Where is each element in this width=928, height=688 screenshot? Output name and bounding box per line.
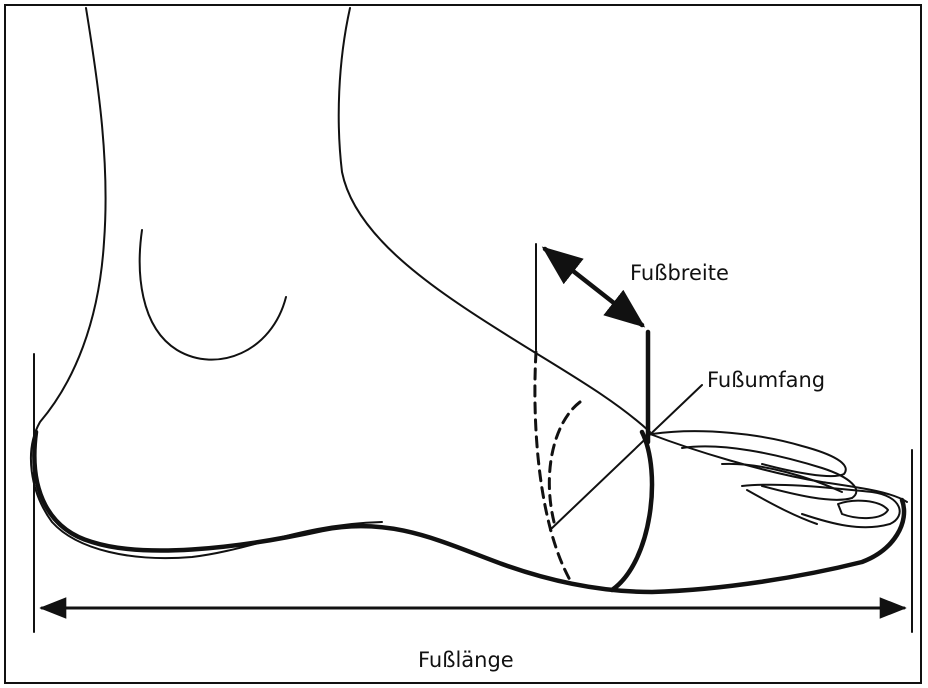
circumference-back — [535, 352, 570, 580]
width-label: Fußbreite — [630, 261, 729, 285]
leg-back-outline — [31, 8, 382, 558]
toe-crease — [747, 490, 817, 524]
width-arrow — [545, 249, 642, 325]
sole-outline — [34, 432, 904, 592]
circumference-label: Fußumfang — [707, 368, 825, 392]
ankle-bone-outline — [140, 230, 286, 360]
toe-1 — [652, 431, 846, 476]
diagram-frame: Fußbreite Fußumfang Fußlänge — [4, 4, 922, 684]
foot-measurement-diagram: Fußbreite Fußumfang Fußlänge — [4, 4, 922, 684]
length-label: Fußlänge — [418, 648, 514, 672]
leg-front-outline — [339, 8, 650, 432]
circumference-front — [612, 432, 652, 590]
circumference-inner — [549, 402, 580, 522]
big-toe-nail — [838, 501, 888, 518]
